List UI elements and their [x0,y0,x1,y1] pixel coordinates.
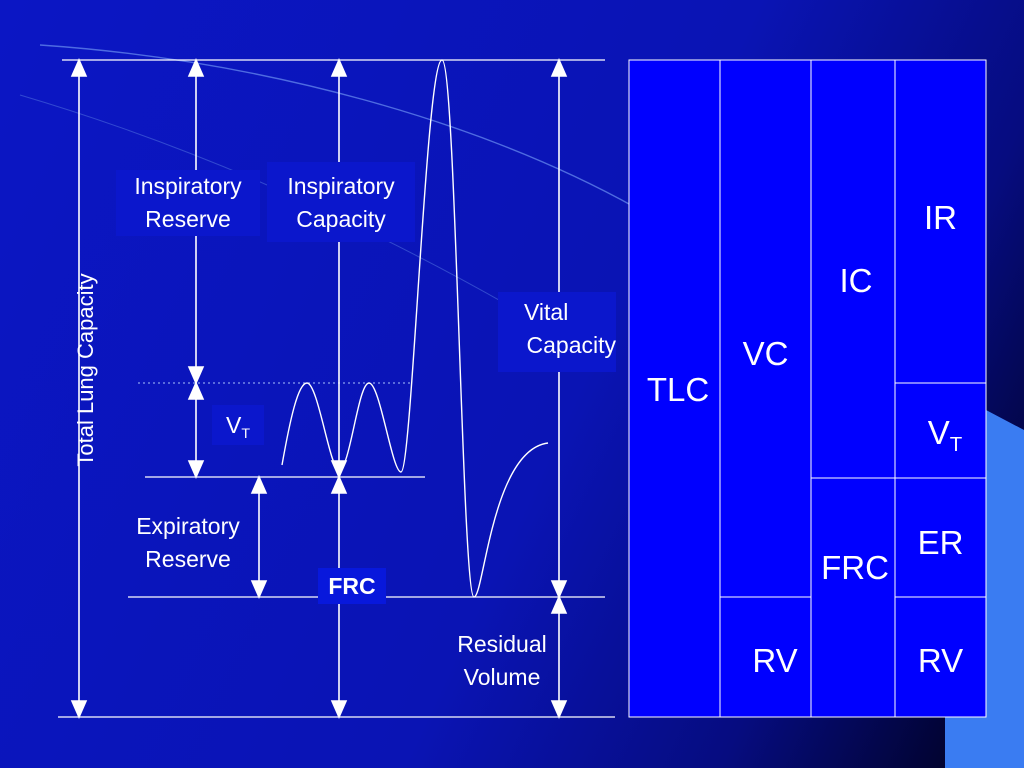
inspiratory-capacity-label: Inspiratory Capacity [267,162,415,242]
table-vt-label: VT [927,414,963,457]
vital-capacity-label: Vital Capacity [498,292,616,372]
table-ir-label: IR [924,199,957,236]
volume-table [628,59,987,718]
accent-shape [945,410,1024,768]
arrows [70,58,568,719]
table-er-label: ER [917,524,964,561]
table-frc-label: FRC [821,549,889,586]
inspiratory-reserve-label: Inspiratory Reserve [116,170,260,236]
tidal-volume-label: VT [212,405,264,445]
expiratory-reserve-label: Expiratory Reserve [136,513,240,572]
reference-lines [58,59,615,718]
residual-volume-label: Residual Volume [457,631,547,690]
spirometry-trace [281,59,549,598]
frc-label: FRC [318,568,386,604]
table-rv-right-label: RV [917,642,964,679]
table-vc-label: VC [742,335,789,372]
decor-curve-1 [39,44,641,211]
table-tlc-label: TLC [646,371,710,408]
table-rv-left-label: RV [752,642,798,679]
table-ic-label: IC [839,262,873,299]
